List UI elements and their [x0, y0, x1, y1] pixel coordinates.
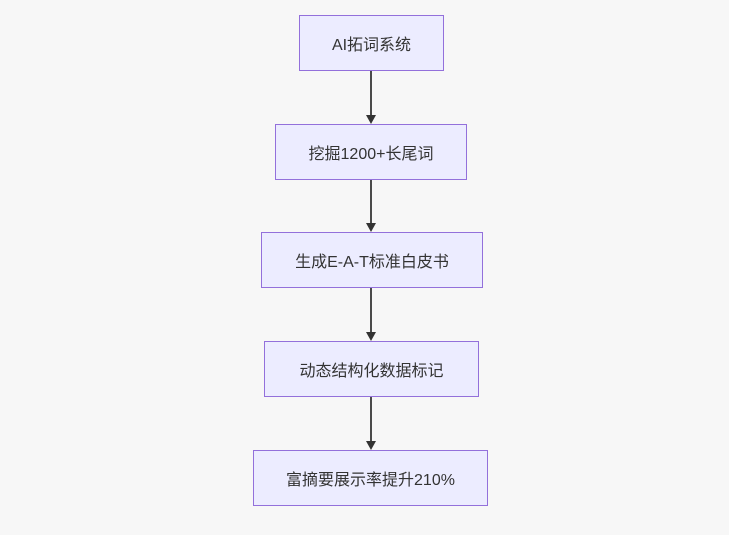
- arrow-head-icon: [366, 115, 376, 124]
- arrow-head-icon: [366, 223, 376, 232]
- flowchart-node-rich-snippet-rate-increase: 富摘要展示率提升210%: [253, 450, 488, 506]
- arrow-head-icon: [366, 332, 376, 341]
- arrow-line: [370, 71, 372, 115]
- flowchart-node-mine-longtail-keywords: 挖掘1200+长尾词: [275, 124, 467, 180]
- arrow-line: [370, 397, 372, 441]
- arrow-head-icon: [366, 441, 376, 450]
- flowchart-node-dynamic-structured-data-markup: 动态结构化数据标记: [264, 341, 479, 397]
- arrow-line: [370, 180, 372, 223]
- flowchart-node-ai-word-expansion-system: AI拓词系统: [299, 15, 444, 71]
- arrow-line: [370, 288, 372, 332]
- flowchart-node-generate-eat-whitepaper: 生成E-A-T标准白皮书: [261, 232, 483, 288]
